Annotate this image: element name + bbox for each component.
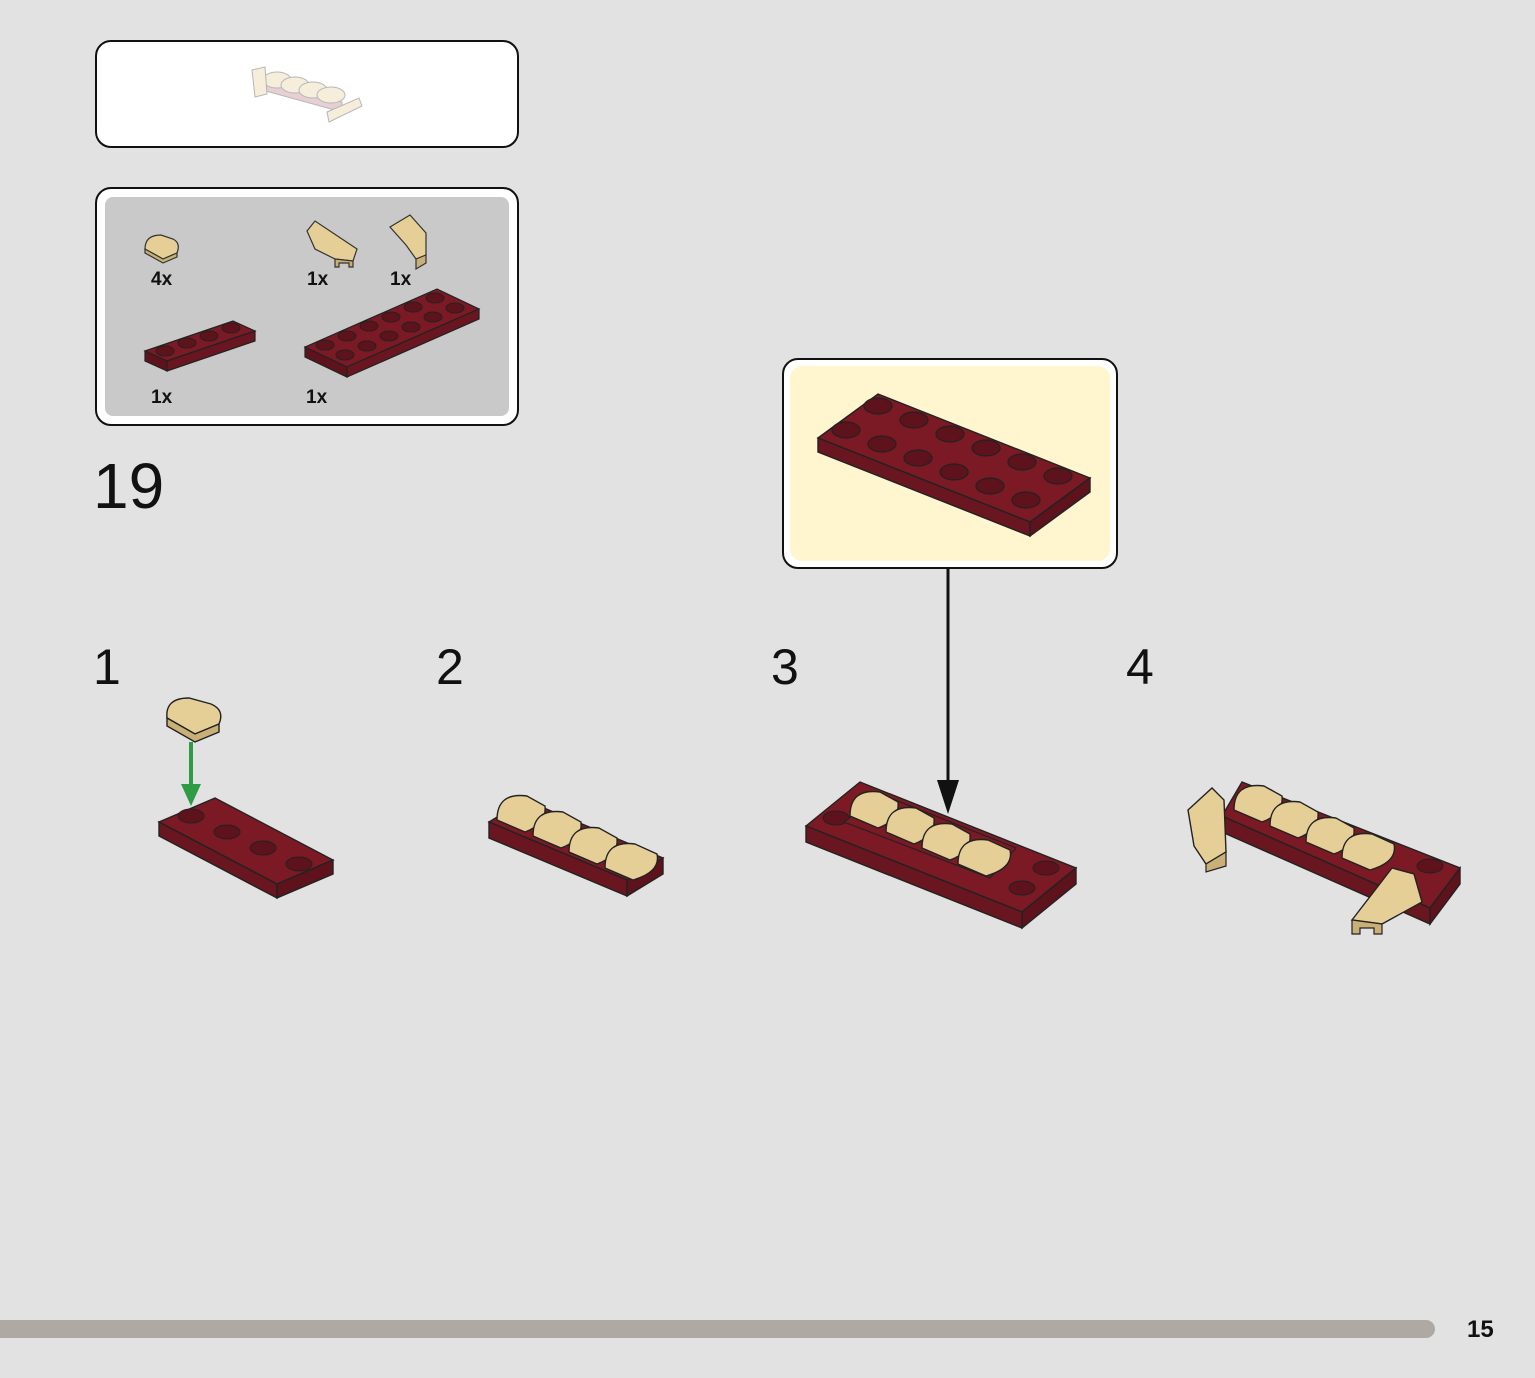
assembly-preview-box <box>95 40 519 148</box>
progress-bar <box>0 1320 1435 1338</box>
assembly-preview-image <box>251 66 363 123</box>
substep-1-image <box>157 697 335 900</box>
part-qty-plate-2x6: 1x <box>306 387 328 408</box>
substep-label-3: 3 <box>771 639 799 695</box>
plate-2x6-darkred-icon <box>303 288 481 378</box>
tile-round-tan-icon <box>144 234 179 264</box>
substep-label-2: 2 <box>436 639 464 695</box>
arrow-down-black-icon <box>937 568 959 814</box>
substep-4-image <box>1187 781 1462 935</box>
part-qty-tile: 4x <box>151 269 173 290</box>
substep-label-4: 4 <box>1126 639 1154 695</box>
callout-plate-2x6-image <box>816 393 1092 538</box>
part-qty-wedge-right: 1x <box>307 269 329 290</box>
part-qty-wedge-left: 1x <box>390 269 412 290</box>
callout-panel <box>790 366 1110 561</box>
substep-label-1: 1 <box>93 639 121 695</box>
page-number: 15 <box>1467 1316 1494 1343</box>
parts-list-panel: 4x 1x 1x 1x <box>105 197 509 416</box>
step-number: 19 <box>93 450 165 522</box>
part-qty-plate-1x4: 1x <box>151 387 173 408</box>
parts-list-box: 4x 1x 1x 1x <box>95 187 519 426</box>
wedge-right-tan-icon <box>306 220 358 268</box>
substep-2-image <box>487 794 665 898</box>
substep-3-image <box>804 781 1078 930</box>
callout-box <box>782 358 1118 569</box>
plate-1x4-darkred-icon <box>143 320 257 372</box>
wedge-left-tan-icon <box>389 214 427 271</box>
